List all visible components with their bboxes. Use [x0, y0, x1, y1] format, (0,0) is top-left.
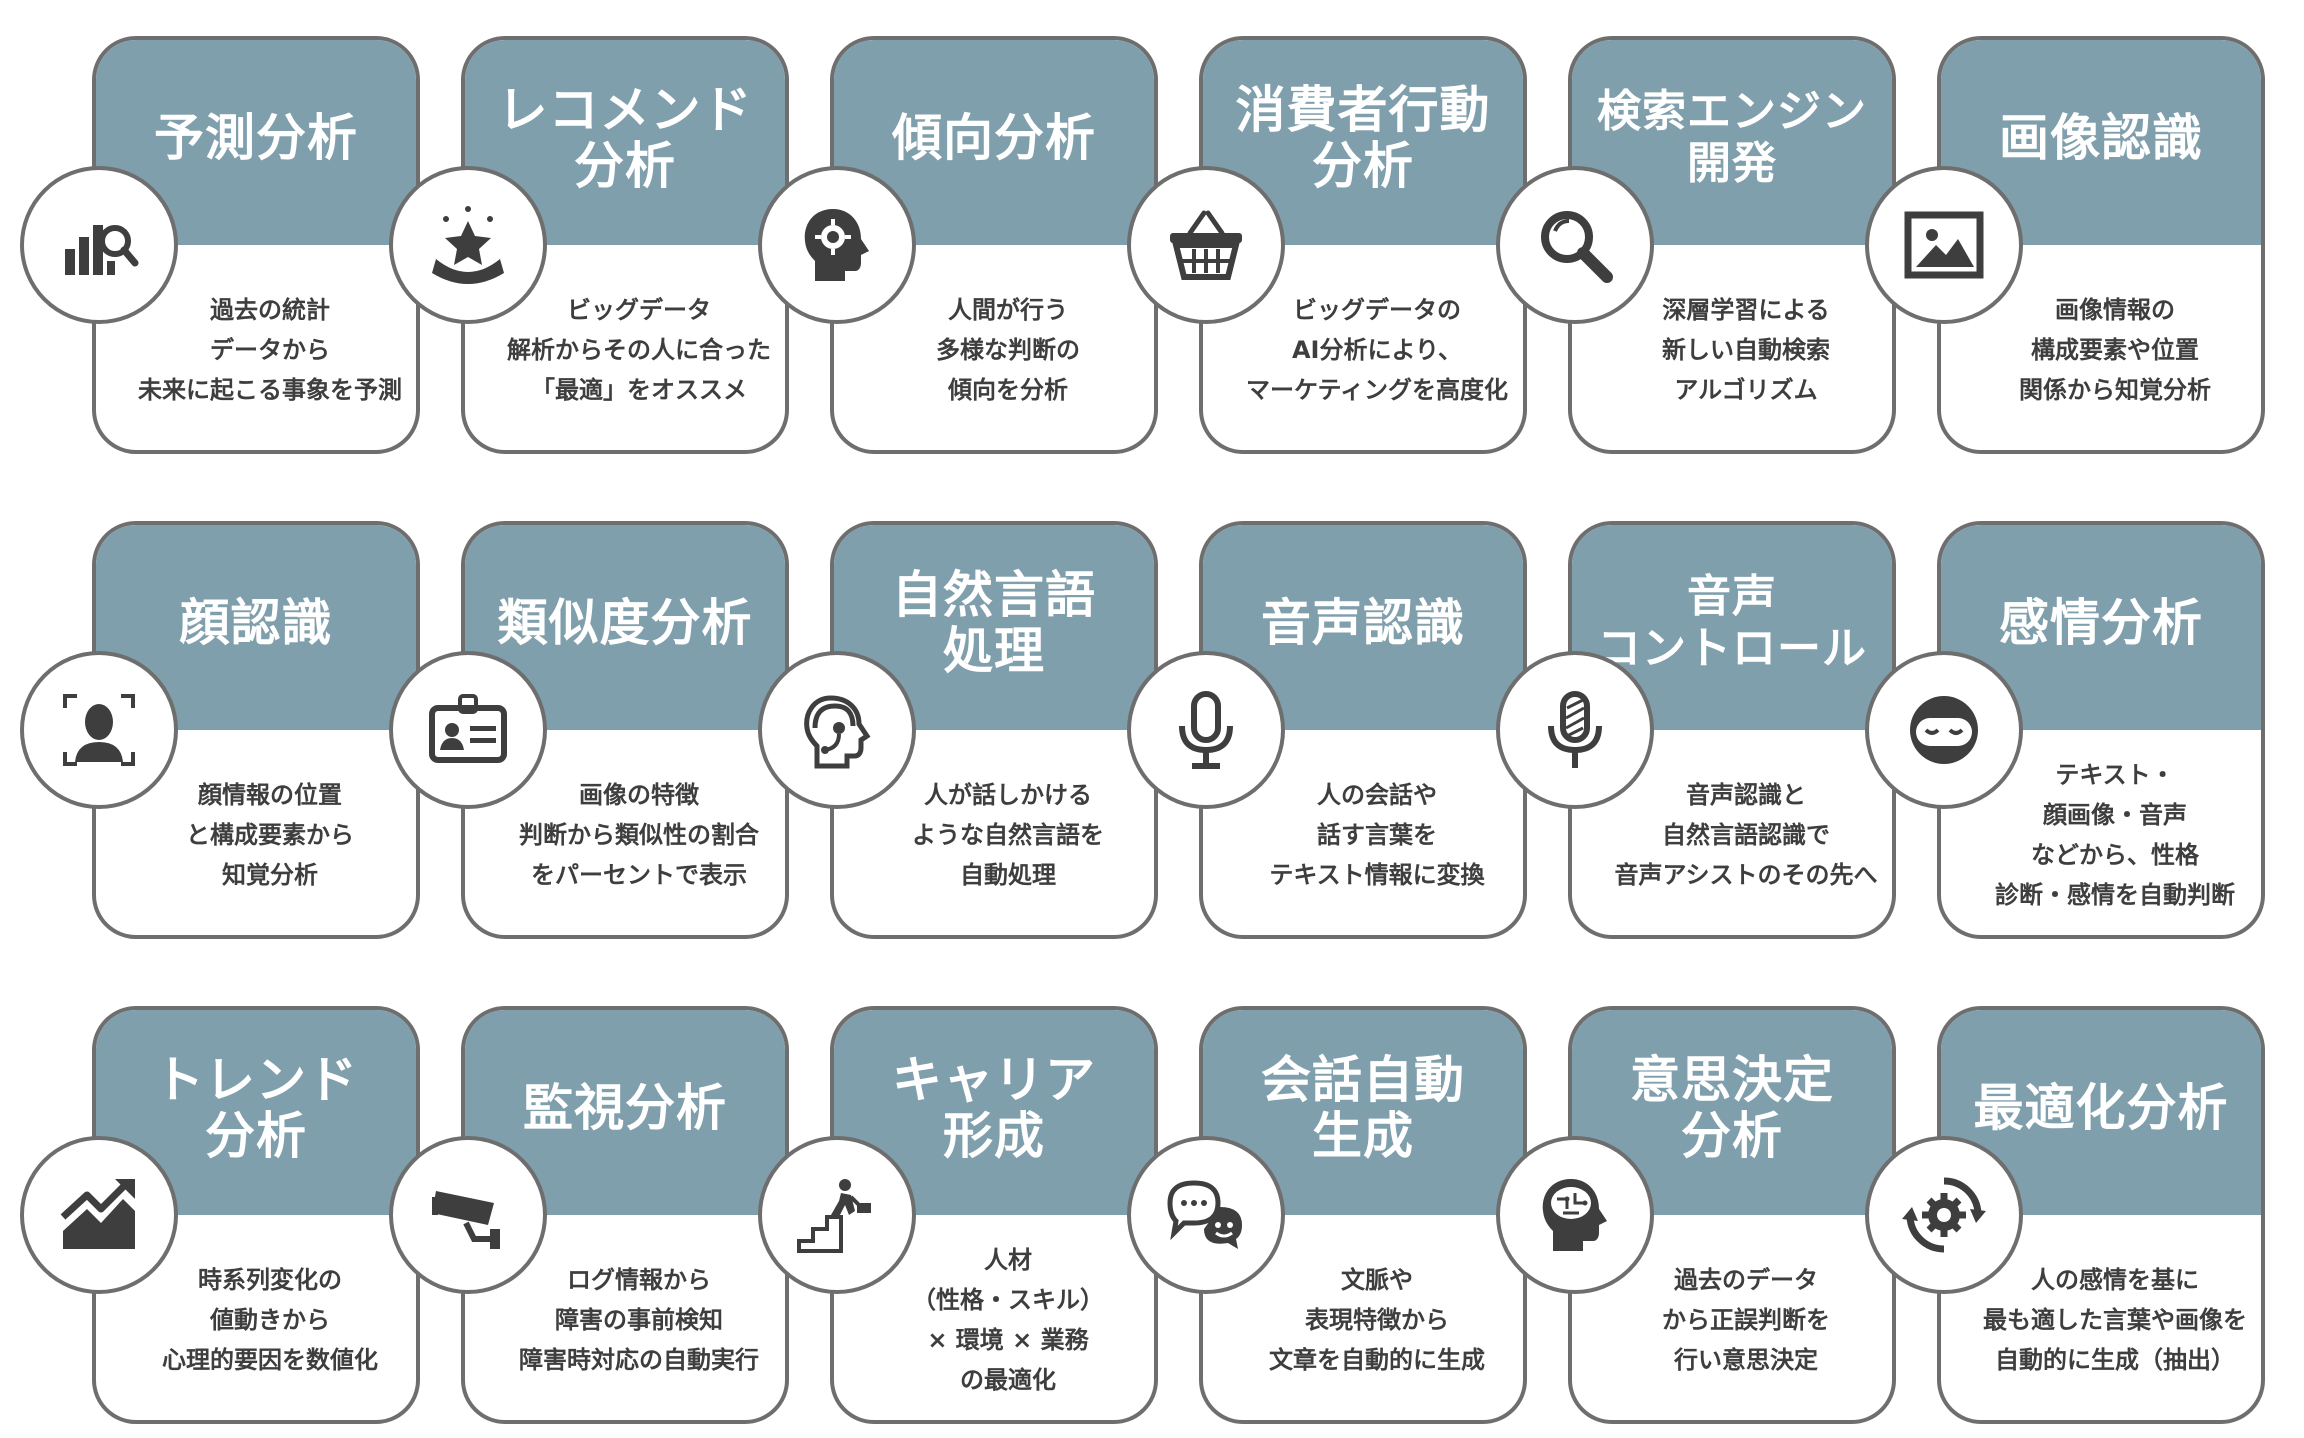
service-card: キャリア 形成人材 （性格・スキル） × 環境 × 業務 の最適化 — [830, 1006, 1158, 1424]
card-description: ログ情報から 障害の事前検知 障害時対応の自動実行 — [519, 1266, 759, 1374]
card-description: 画像の特徴 判断から類似性の割合 をパーセントで表示 — [519, 781, 759, 889]
card-title: 感情分析 — [1999, 593, 2203, 652]
head-gear-icon — [758, 166, 916, 324]
microphone-icon — [1127, 651, 1285, 809]
card-title: 画像認識 — [1999, 108, 2203, 167]
chat-bubbles-icon — [1127, 1136, 1285, 1294]
card-title: 自然言語 処理 — [892, 565, 1096, 680]
card-description: 人の感情を基に 最も適した言葉や画像を 自動的に生成（抽出） — [1983, 1266, 2247, 1374]
service-card: 顔認識顔情報の位置 と構成要素から 知覚分析 — [92, 521, 420, 939]
card-header: 会話自動 生成 — [1203, 1010, 1523, 1215]
card-title: 意思決定 分析 — [1630, 1050, 1834, 1165]
career-stairs-icon — [758, 1136, 916, 1294]
card-title: 顔認識 — [179, 593, 333, 652]
service-card: トレンド 分析時系列変化の 値動きから 心理的要因を数値化 — [92, 1006, 420, 1424]
id-card-icon — [389, 651, 547, 809]
card-title: 最適化分析 — [1973, 1078, 2229, 1137]
card-title: 検索エンジン 開発 — [1597, 85, 1867, 189]
card-title: レコメンド 分析 — [497, 80, 753, 195]
card-title: 監視分析 — [523, 1078, 727, 1137]
card-description: ビッグデータ 解析からその人に合った 「最適」をオススメ — [507, 296, 771, 404]
card-title: トレンド 分析 — [154, 1050, 358, 1165]
card-title: 類似度分析 — [497, 593, 753, 652]
card-description: 人の会話や 話す言葉を テキスト情報に変換 — [1269, 781, 1485, 889]
magnifier-icon — [1496, 166, 1654, 324]
card-description: 画像情報の 構成要素や位置 関係から知覚分析 — [2019, 296, 2211, 404]
card-header: 検索エンジン 開発 — [1572, 40, 1892, 245]
card-description: 音声認識と 自然言語認識で 音声アシストのその先へ — [1614, 781, 1878, 889]
brain-head-icon — [1496, 1136, 1654, 1294]
card-title: 音声認識 — [1261, 593, 1465, 652]
card-title: 予測分析 — [154, 108, 358, 167]
card-title: 傾向分析 — [892, 108, 1096, 167]
card-description: 人間が行う 多様な判断の 傾向を分析 — [936, 296, 1080, 404]
card-description: 顔情報の位置 と構成要素から 知覚分析 — [186, 781, 354, 889]
card-description: テキスト・ 顔画像・音声 などから、性格 診断・感情を自動判断 — [1995, 761, 2235, 909]
card-description: 人が話しかける ような自然言語を 自動処理 — [912, 781, 1104, 889]
card-description: 人材 （性格・スキル） × 環境 × 業務 の最適化 — [912, 1246, 1104, 1394]
calm-face-icon — [1865, 651, 2023, 809]
picture-icon — [1865, 166, 2023, 324]
gear-cycle-icon — [1865, 1136, 2023, 1294]
card-description: 過去のデータ から正誤判断を 行い意思決定 — [1662, 1266, 1830, 1374]
face-scan-icon — [20, 651, 178, 809]
card-description: 文脈や 表現特徴から 文章を自動的に生成 — [1269, 1266, 1485, 1374]
card-header: 消費者行動 分析 — [1203, 40, 1523, 245]
service-card: 類似度分析画像の特徴 判断から類似性の割合 をパーセントで表示 — [461, 521, 789, 939]
headset-head-icon — [758, 651, 916, 809]
card-description: 時系列変化の 値動きから 心理的要因を数値化 — [162, 1266, 378, 1374]
microphone-striped-icon — [1496, 651, 1654, 809]
card-header: 類似度分析 — [465, 525, 785, 730]
card-description: 深層学習による 新しい自動検索 アルゴリズム — [1662, 296, 1830, 404]
card-header: トレンド 分析 — [96, 1010, 416, 1215]
card-title: 消費者行動 分析 — [1235, 80, 1491, 195]
card-header: 顔認識 — [96, 525, 416, 730]
service-card: 意思決定 分析過去のデータ から正誤判断を 行い意思決定 — [1568, 1006, 1896, 1424]
security-camera-icon — [389, 1136, 547, 1294]
star-award-icon — [389, 166, 547, 324]
trend-chart-icon — [20, 1136, 178, 1294]
bar-chart-search-icon — [20, 166, 178, 324]
card-description: 過去の統計 データから 未来に起こる事象を予測 — [138, 296, 402, 404]
card-title: 会話自動 生成 — [1261, 1050, 1465, 1165]
card-title: キャリア 形成 — [892, 1050, 1096, 1165]
card-description: ビッグデータの AI分析により、 マーケティングを高度化 — [1245, 296, 1509, 404]
shopping-basket-icon — [1127, 166, 1285, 324]
card-header: 感情分析 — [1941, 525, 2261, 730]
card-title: 音声 コントロール — [1597, 570, 1867, 674]
